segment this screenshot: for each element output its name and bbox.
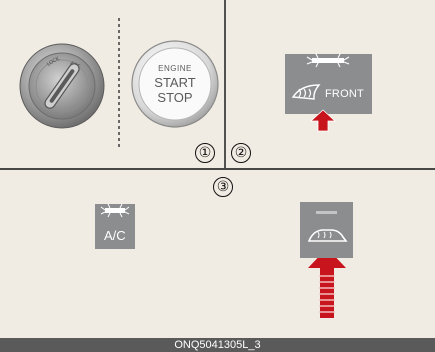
engine-button-label-line2: START: [136, 76, 214, 89]
ac-label: A/C: [104, 228, 126, 243]
callout-1: ①: [195, 143, 215, 163]
front-defrost-button: FRONT: [285, 54, 372, 114]
image-caption: ONQ5041305L_3: [0, 338, 435, 352]
engine-button-label-line3: STOP: [136, 91, 214, 104]
rear-defrost-button: [300, 202, 353, 258]
ignition-key-cylinder-icon: LOCK ACC: [20, 44, 104, 128]
red-arrow-icon: [308, 248, 346, 318]
red-arrow-icon: [311, 111, 335, 131]
callout-3: ③: [213, 177, 233, 197]
ac-button: A/C: [95, 204, 135, 249]
front-defrost-label: FRONT: [325, 88, 364, 100]
engine-button-label-line1: ENGINE: [136, 65, 214, 73]
callout-2: ②: [231, 143, 251, 163]
